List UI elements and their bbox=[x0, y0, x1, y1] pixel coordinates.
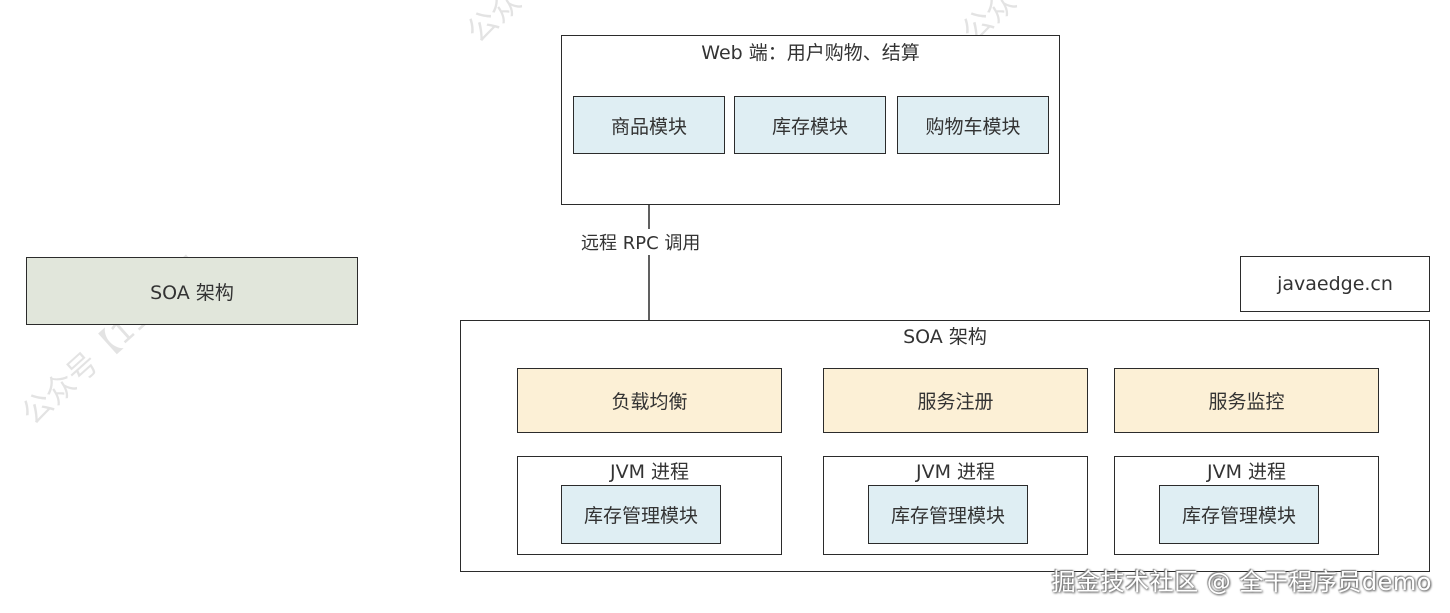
module-inventory: 库存模块 bbox=[734, 96, 886, 154]
watermark-text: 公众号 bbox=[460, 0, 551, 50]
service-label: 服务监控 bbox=[1208, 391, 1285, 413]
web-title: Web 端：用户购物、结算 bbox=[701, 42, 920, 64]
module-product: 商品模块 bbox=[573, 96, 725, 154]
legend-soa-box: SOA 架构 bbox=[26, 257, 358, 325]
footer-watermark: 掘金技术社区 @ 全干程序员demo bbox=[1051, 568, 1432, 596]
inventory-management-module: 库存管理模块 bbox=[1159, 485, 1319, 544]
service-label: 服务注册 bbox=[917, 391, 994, 413]
service-load-balancing: 负载均衡 bbox=[517, 368, 782, 433]
service-monitoring: 服务监控 bbox=[1114, 368, 1379, 433]
site-label: javaedge.cn bbox=[1277, 273, 1393, 295]
inventory-management-module: 库存管理模块 bbox=[868, 485, 1028, 544]
module-label: 库存管理模块 bbox=[583, 505, 698, 527]
service-registry: 服务注册 bbox=[823, 368, 1088, 433]
inventory-management-module: 库存管理模块 bbox=[561, 485, 721, 544]
module-cart: 购物车模块 bbox=[897, 96, 1049, 154]
legend-soa-label: SOA 架构 bbox=[150, 281, 234, 304]
rpc-call-label: 远程 RPC 调用 bbox=[578, 229, 704, 255]
module-label: 库存管理模块 bbox=[890, 505, 1005, 527]
jvm-title: JVM 进程 bbox=[915, 461, 996, 483]
service-label: 负载均衡 bbox=[611, 391, 688, 413]
jvm-title: JVM 进程 bbox=[1206, 461, 1287, 483]
jvm-title: JVM 进程 bbox=[609, 461, 690, 483]
site-label-box: javaedge.cn bbox=[1240, 256, 1430, 312]
module-label: 库存模块 bbox=[771, 115, 848, 138]
module-label: 购物车模块 bbox=[925, 115, 1021, 138]
module-label: 库存管理模块 bbox=[1181, 505, 1296, 527]
soa-title: SOA 架构 bbox=[903, 326, 987, 348]
module-label: 商品模块 bbox=[610, 115, 687, 138]
